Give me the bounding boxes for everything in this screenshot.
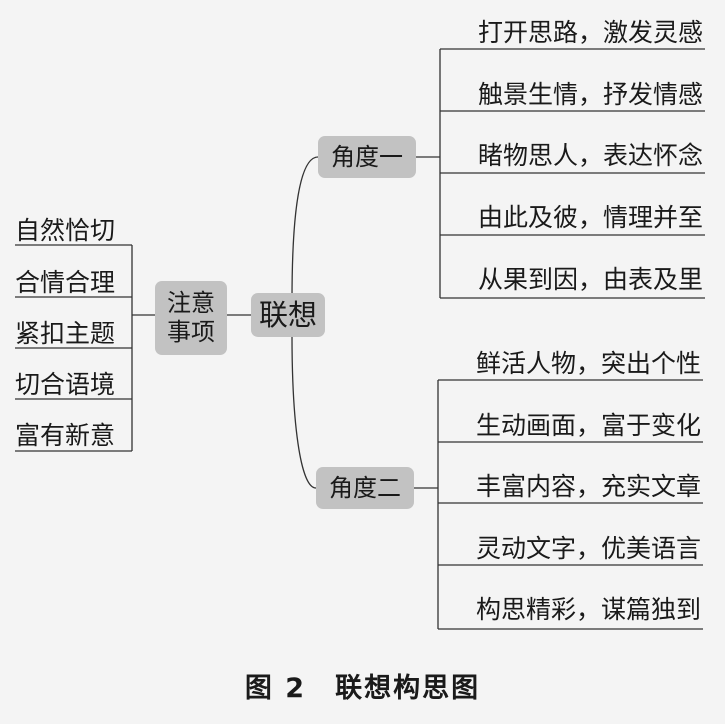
center-node: 联想: [251, 293, 325, 337]
notes-item-4: 切合语境: [15, 370, 116, 399]
angle1-item-4: 由此及彼，情理并至: [477, 203, 703, 232]
angle1-item-3: 睹物思人，表达怀念: [477, 141, 703, 170]
notes-item-5: 富有新意: [15, 421, 116, 450]
notes-node: 注意 事项: [155, 281, 227, 355]
angle1-node-label: 角度一: [331, 142, 403, 171]
angle2-item-4: 灵动文字，优美语言: [475, 534, 701, 563]
connector-center-angle2: [291, 335, 317, 489]
angle1-node: 角度一: [318, 136, 416, 178]
angle2-node: 角度二: [316, 467, 414, 509]
notes-item-2: 合情合理: [15, 268, 116, 297]
angle1-item-5: 从果到因，由表及里: [477, 265, 703, 294]
notes-node-label-line1: 注意: [167, 289, 215, 318]
angle2-item-1: 鲜活人物，突出个性: [475, 349, 701, 378]
angle2-node-label: 角度二: [329, 473, 401, 502]
notes-node-label-line2: 事项: [167, 318, 215, 346]
connector-center-angle1: [291, 156, 319, 301]
notes-item-1: 自然恰切: [15, 216, 116, 245]
angle1-item-2: 触景生情，抒发情感: [477, 80, 703, 109]
angle2-item-5: 构思精彩，谋篇独到: [475, 595, 701, 624]
angle2-item-3: 丰富内容，充实文章: [475, 472, 701, 501]
angle1-item-1: 打开思路，激发灵感: [477, 18, 703, 47]
notes-item-3: 紧扣主题: [15, 319, 116, 348]
center-node-label: 联想: [258, 297, 317, 332]
figure-caption: 图 2 联想构思图: [244, 673, 481, 704]
angle2-item-2: 生动画面，富于变化: [475, 411, 701, 440]
